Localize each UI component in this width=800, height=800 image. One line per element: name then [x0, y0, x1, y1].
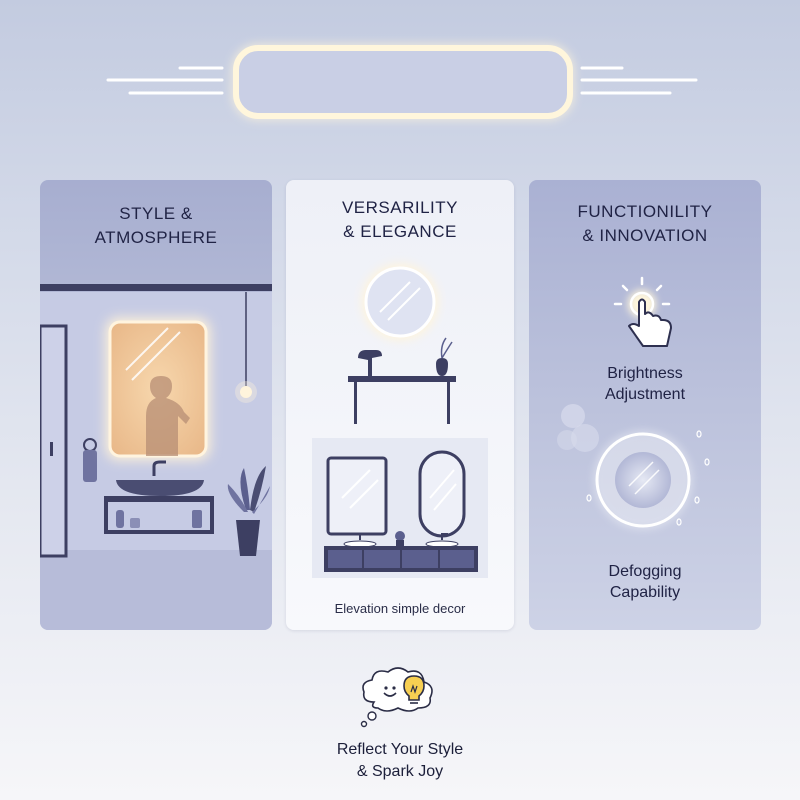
- defog-mirror-icon: [557, 404, 710, 530]
- feature-icons-illustration: [557, 276, 710, 530]
- style-atmosphere-card: STYLE & ATMOSPHERE: [40, 180, 272, 630]
- functionality-innovation-card: FUNCTIONILITY & INNOVATION: [529, 180, 761, 630]
- defogging-capability-label: Defogging Capability: [608, 563, 682, 601]
- versatility-elegance-card: VERSARILITY & ELEGANCE: [286, 180, 514, 630]
- card-caption: Elevation simple decor: [334, 601, 466, 616]
- bathroom-scene-illustration: [40, 284, 272, 630]
- card-title: VERSARILITY & ELEGANCE: [341, 198, 459, 241]
- touch-hand-icon: [613, 276, 672, 347]
- card-title: FUNCTIONILITY & INNOVATION: [577, 202, 713, 245]
- tagline: Reflect Your Style & Spark Joy: [336, 741, 464, 780]
- thought-bubble-lightbulb-icon: [360, 667, 433, 728]
- mirror-console-illustration: [312, 264, 488, 578]
- brightness-adjustment-label: Brightness Adjustment: [604, 365, 686, 403]
- card-title: STYLE & ATMOSPHERE: [94, 204, 218, 247]
- led-light-bar-illustration: [106, 45, 698, 119]
